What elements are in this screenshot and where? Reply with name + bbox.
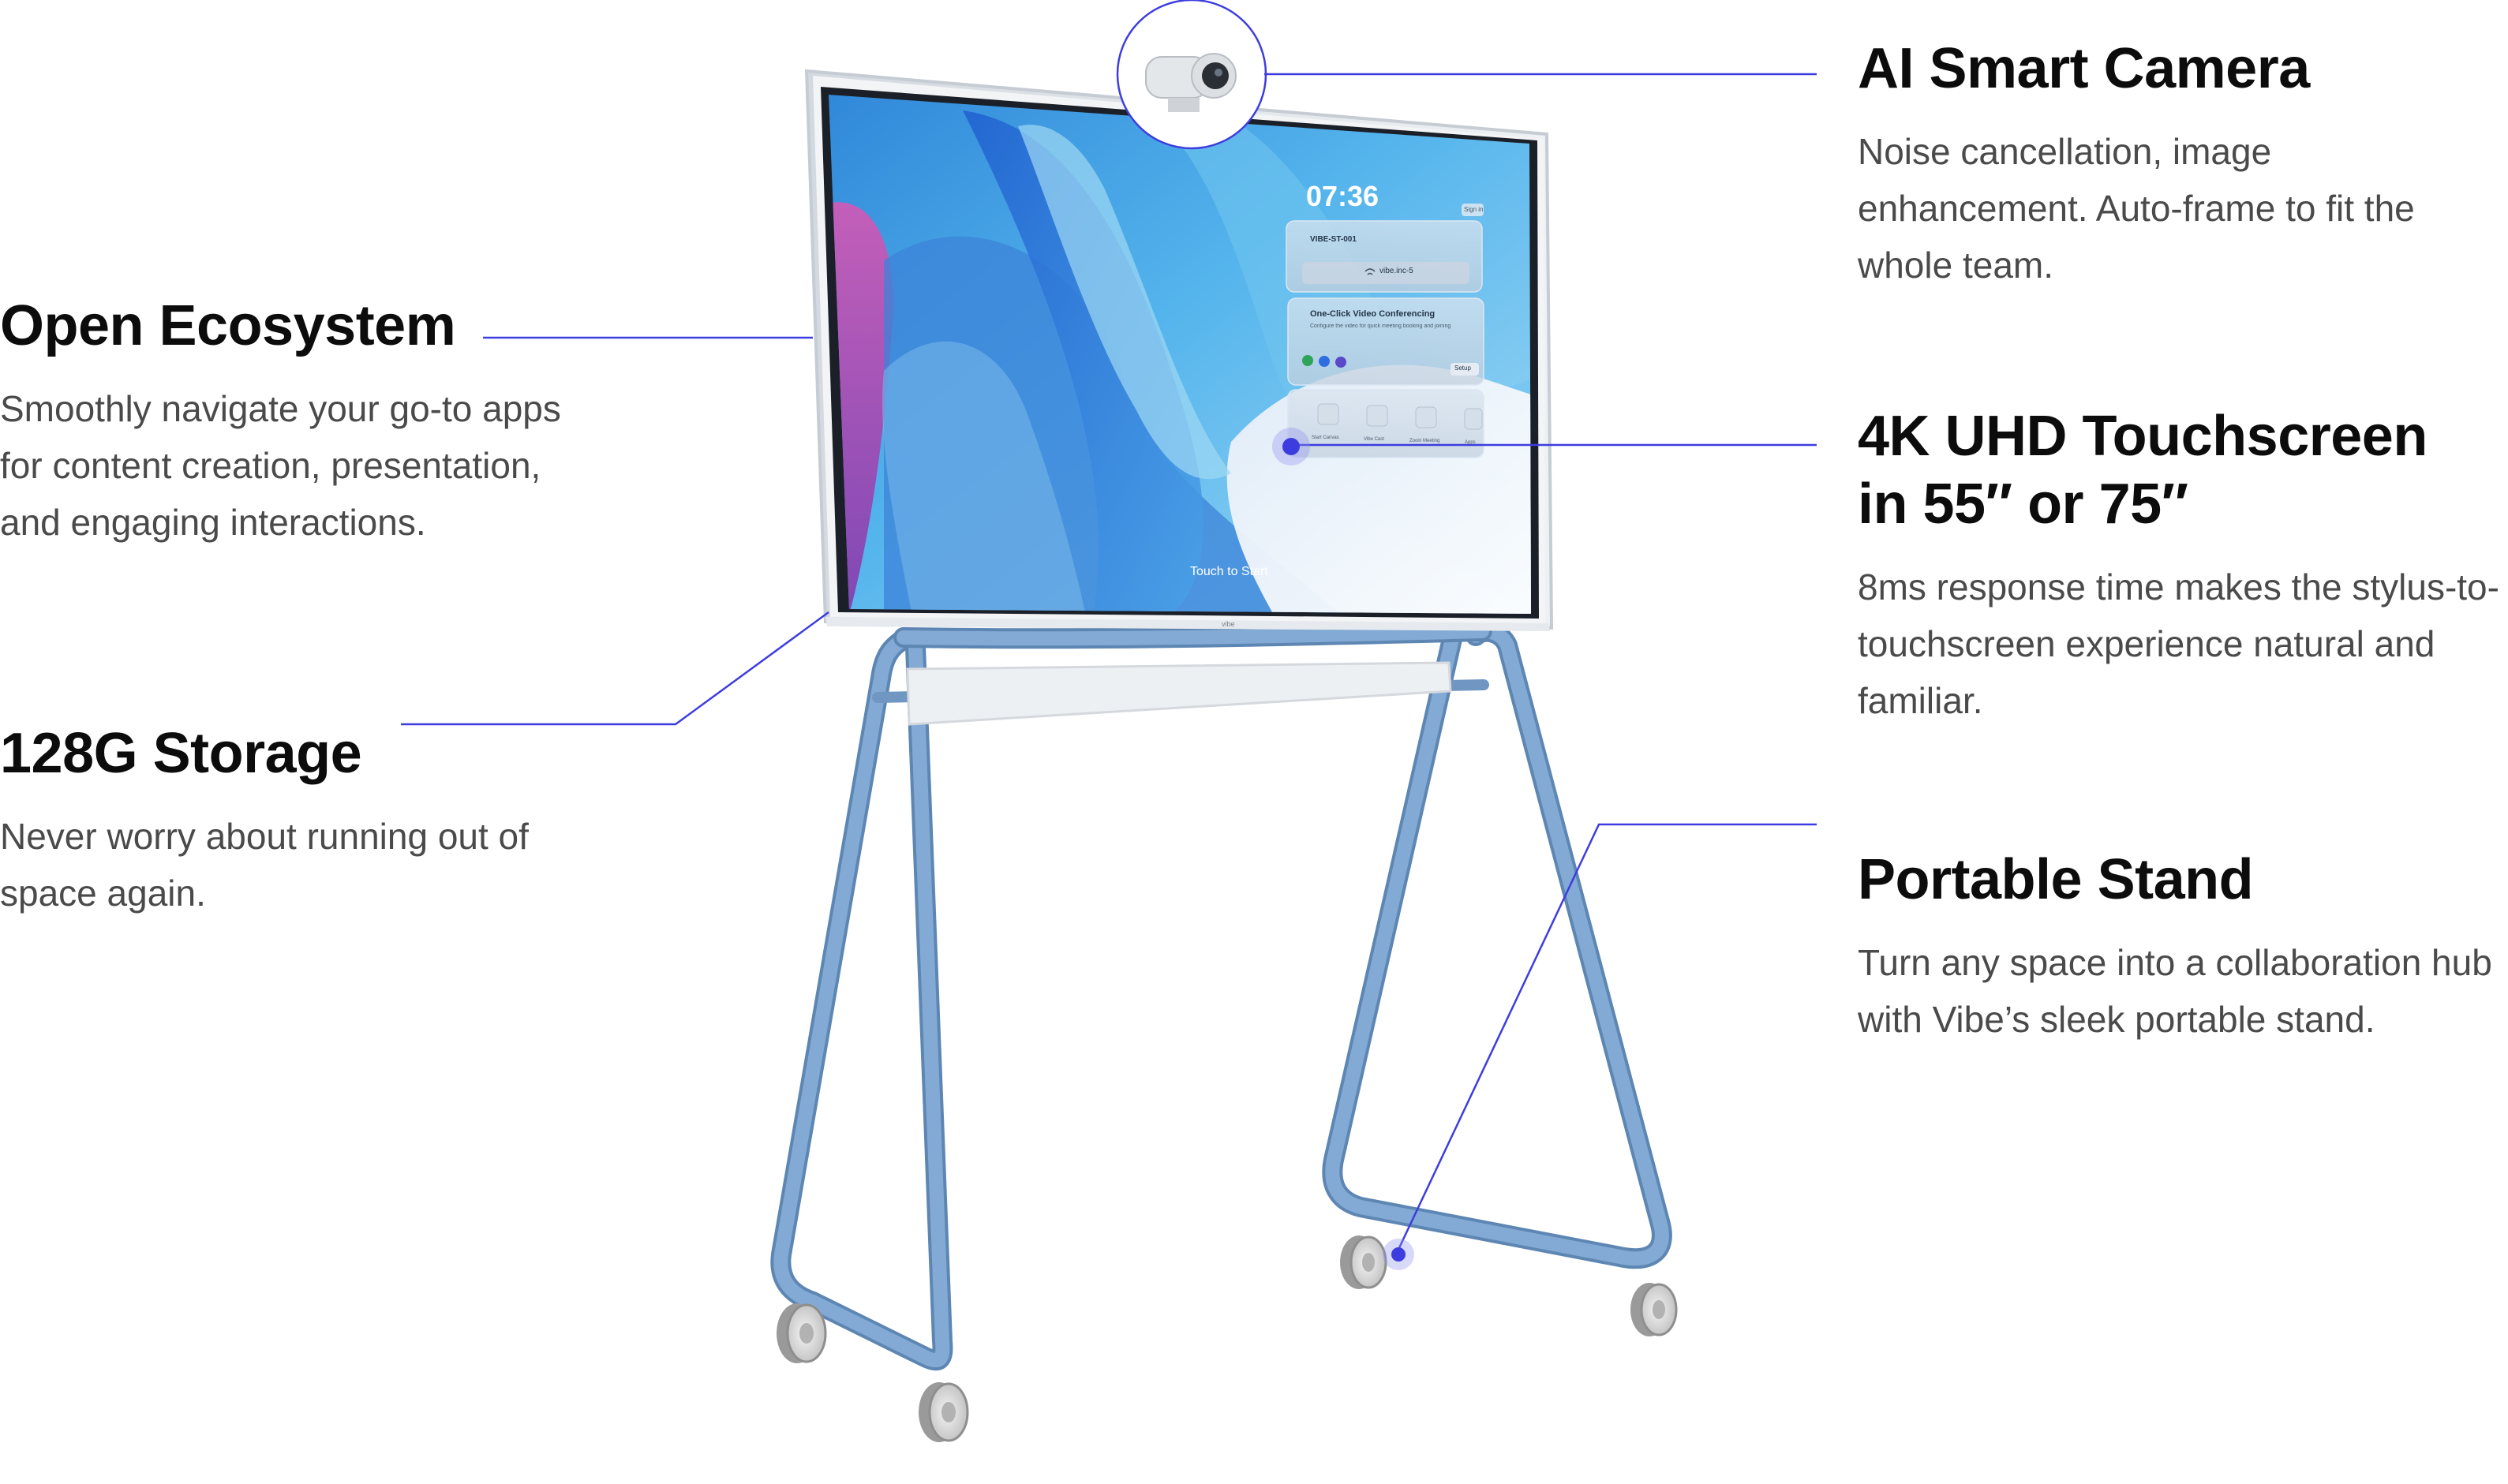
feature-description: Never worry about running out of space a… xyxy=(0,816,529,914)
screen-app-start-canvas[interactable]: Start Canvas xyxy=(1312,435,1339,440)
wifi-icon xyxy=(1364,268,1376,275)
feature-description: Smoothly navigate your go-to apps for co… xyxy=(0,388,561,543)
feature-portable-stand: Portable Stand Turn any space into a col… xyxy=(1858,846,2508,1048)
screen-device-id: VIBE-ST-001 xyxy=(1310,235,1357,244)
screen-app-apps[interactable]: Apps xyxy=(1465,440,1476,445)
feature-title-line1: 4K UHD Touchscreen xyxy=(1858,405,2428,468)
wheel-icon xyxy=(1340,1235,1387,1289)
feature-description: Turn any space into a collaboration hub … xyxy=(1858,942,2492,1040)
feature-ai-camera: AI Smart Camera Noise cancellation, imag… xyxy=(1858,35,2505,293)
display-panel xyxy=(804,69,1554,631)
callout-dot-icon xyxy=(1383,1239,1414,1270)
feature-title: Open Ecosystem xyxy=(0,294,456,357)
screen-conf-subtitle: Configure the video for quick meeting bo… xyxy=(1310,323,1451,329)
screen-wifi-label: vibe.inc-5 xyxy=(1379,267,1413,275)
screen-touch-to-start[interactable]: Touch to Start xyxy=(1190,565,1268,578)
screen-setup-button[interactable]: Setup xyxy=(1454,364,1471,372)
wheel-icon xyxy=(1630,1283,1678,1336)
feature-title: Portable Stand xyxy=(1858,848,2254,911)
callout-dot-icon xyxy=(1272,428,1310,465)
display-brand-logo: vibe xyxy=(1222,620,1235,628)
feature-title: 128G Storage xyxy=(0,722,362,785)
feature-description: Noise cancellation, image enhancement. A… xyxy=(1858,131,2415,286)
screen-app-zoom[interactable]: Zoom Meeting xyxy=(1409,439,1440,443)
feature-4k-touchscreen: 4K UHD Touchscreen in 55″ or 75″ 8ms res… xyxy=(1858,402,2508,729)
stand-shelf xyxy=(906,661,1452,726)
wheel-icon xyxy=(777,1303,827,1363)
screen-time: 07:36 xyxy=(1306,180,1379,212)
screen-signin-button[interactable]: Sign in xyxy=(1464,206,1484,213)
feature-title: 4K UHD Touchscreen in 55″ or 75″ xyxy=(1858,402,2508,538)
wheel-icon xyxy=(919,1382,969,1442)
feature-storage: 128G Storage Never worry about running o… xyxy=(0,720,616,921)
feature-title-line2: in 55″ or 75″ xyxy=(1858,473,2188,536)
screen-app-vibe-cast[interactable]: Vibe Cast xyxy=(1364,437,1384,442)
screen-conf-title: One-Click Video Conferencing xyxy=(1310,309,1436,319)
feature-open-ecosystem: Open Ecosystem Smoothly navigate your go… xyxy=(0,292,600,551)
feature-title: AI Smart Camera xyxy=(1858,37,2310,100)
feature-description: 8ms response time makes the stylus-to-to… xyxy=(1858,566,2499,721)
camera-icon xyxy=(1116,0,1267,150)
portable-stand xyxy=(770,621,1672,1371)
callout-lines xyxy=(401,73,1817,1254)
